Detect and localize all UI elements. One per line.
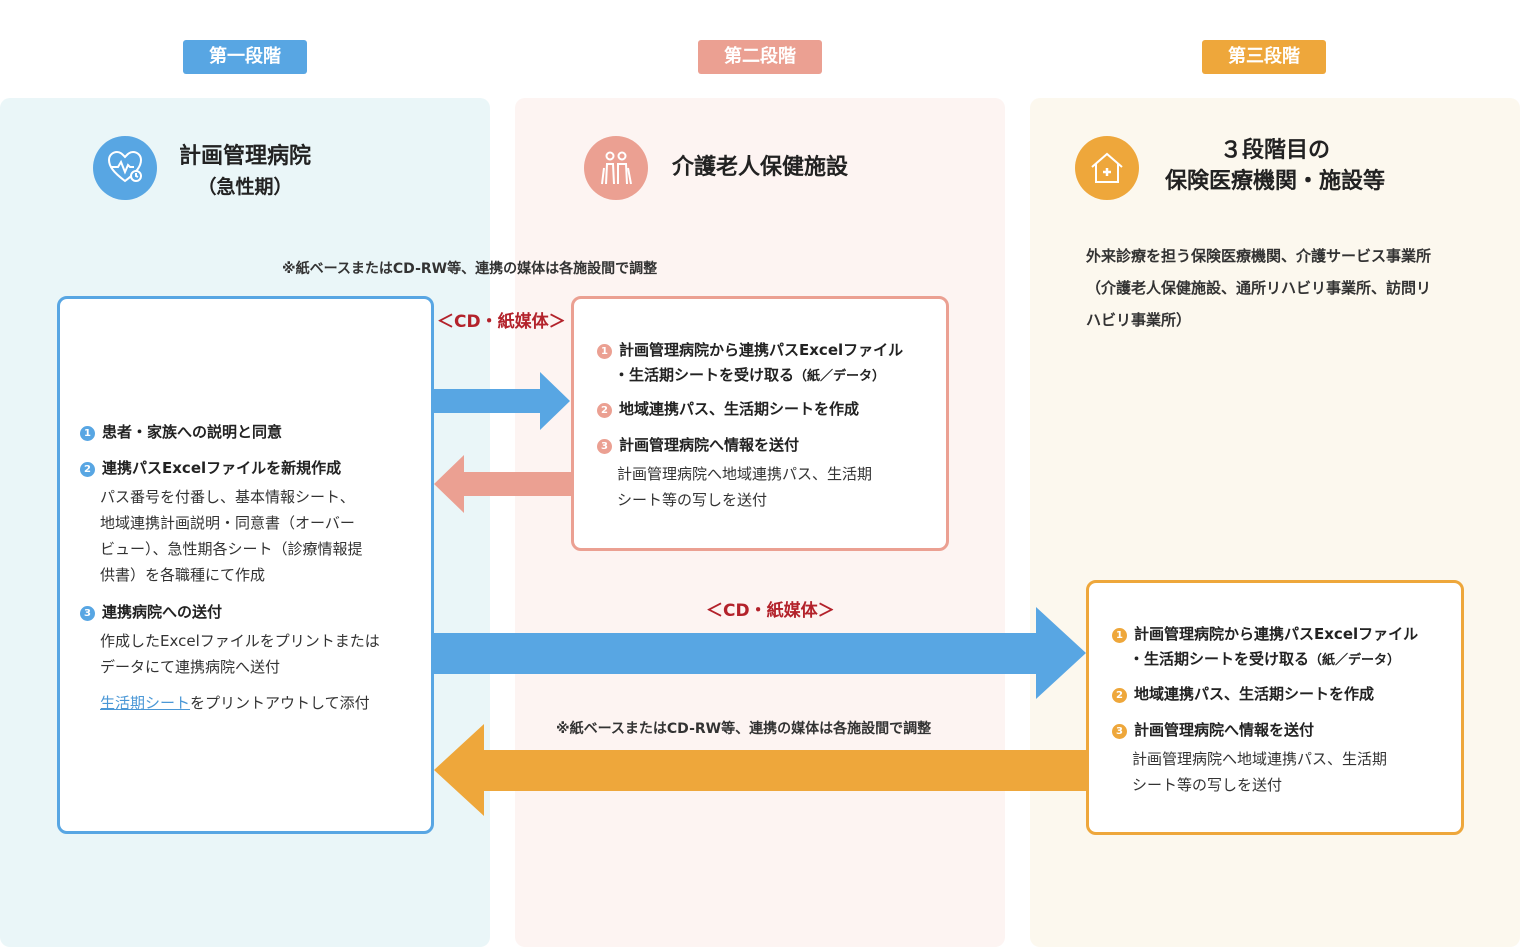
- step-label: 計画管理病院へ情報を送付: [1134, 721, 1315, 739]
- step-number-3: 3: [80, 606, 95, 621]
- third-stage-description: 外来診療を担う保険医療機関、介護サービス事業所 （介護老人保健施設、通所リハビリ…: [1086, 240, 1431, 336]
- step-number-3: 3: [1112, 724, 1127, 739]
- step-suffix: （紙／データ）: [794, 369, 886, 384]
- step-number-1: 1: [80, 426, 95, 441]
- step-number-1: 1: [597, 344, 612, 359]
- third-step-3: 3 計画管理病院へ情報を送付: [1112, 719, 1314, 740]
- step-number-2: 2: [1112, 688, 1127, 703]
- hospital-step-1: 1 患者・家族への説明と同意: [80, 421, 282, 442]
- step-number-2: 2: [80, 462, 95, 477]
- third-stage-title-line1: ３段階目の: [1219, 138, 1330, 163]
- step-number-3: 3: [597, 439, 612, 454]
- hospital-step-3-detail: 作成したExcelファイルをプリントまたは データにて連携病院へ送付: [100, 628, 380, 680]
- heart-pulse-icon: [93, 136, 157, 200]
- media-note-top: ※紙ベースまたはCD-RW等、連携の媒体は各施設間で調整: [282, 261, 658, 277]
- description-line: ハビリ事業所）: [1086, 311, 1192, 329]
- detail-line: データにて連携病院へ送付: [100, 658, 281, 676]
- facility-step-2: 2 地域連携パス、生活期シートを作成: [597, 398, 859, 419]
- detail-line: パス番号を付番し、基本情報シート、: [100, 488, 355, 506]
- description-line: （介護老人保健施設、通所リハビリ事業所、訪問リ: [1086, 279, 1432, 297]
- detail-line: 計画管理病院へ地域連携パス、生活期: [617, 465, 873, 483]
- stage-badge-3: 第三段階: [1202, 40, 1326, 74]
- step-label: 連携パスExcelファイルを新規作成: [102, 459, 342, 477]
- hospital-process-box: [57, 296, 434, 834]
- arrow-hospital-to-facility: [434, 372, 570, 430]
- detail-line: 計画管理病院へ地域連携パス、生活期: [1132, 750, 1388, 768]
- third-stage-title: ３段階目の 保険医療機関・施設等: [1145, 135, 1405, 197]
- elderly-couple-icon: [584, 136, 648, 200]
- detail-line: 供書）を各職種にて作成: [100, 566, 266, 584]
- detail-line: 作成したExcelファイルをプリントまたは: [100, 632, 380, 650]
- stage-badge-2: 第二段階: [698, 40, 822, 74]
- facility-process-box: [571, 296, 949, 551]
- care-facility-title: 介護老人保健施設: [671, 155, 848, 180]
- hospital-step-2: 2 連携パスExcelファイルを新規作成: [80, 457, 341, 478]
- media-label-top: ＜CD・紙媒体＞: [437, 312, 566, 332]
- facility-step-1: 1 計画管理病院から連携パスExcelファイル ・生活期シートを受け取る（紙／デー…: [597, 338, 903, 389]
- third-step-1: 1 計画管理病院から連携パスExcelファイル ・生活期シートを受け取る（紙／デー…: [1112, 622, 1418, 673]
- hospital-title-line1: 計画管理病院: [178, 144, 311, 169]
- step-number-2: 2: [597, 403, 612, 418]
- step-label: 患者・家族への説明と同意: [102, 423, 283, 441]
- step-label: 連携病院への送付: [102, 603, 223, 621]
- media-note-bottom: ※紙ベースまたはCD-RW等、連携の媒体は各施設間で調整: [556, 721, 932, 737]
- lifestage-sheet-link[interactable]: 生活期シート: [100, 694, 191, 712]
- step-label-cont: ・生活期シートを受け取る: [1129, 650, 1310, 668]
- arrow-hospital-to-third: [434, 607, 1086, 699]
- step-label: 地域連携パス、生活期シートを作成: [619, 400, 860, 418]
- third-stage-title-line2: 保険医療機関・施設等: [1164, 169, 1385, 194]
- arrow-third-to-hospital: [434, 724, 1088, 816]
- step-label: 計画管理病院から連携パスExcelファイル: [619, 341, 904, 359]
- hospital-step-2-detail: パス番号を付番し、基本情報シート、 地域連携計画説明・同意書（オーバー ビュー）…: [100, 484, 363, 588]
- step-label: 地域連携パス、生活期シートを作成: [1134, 685, 1375, 703]
- hospital-attach-note: 生活期シートをプリントアウトして添付: [100, 690, 370, 716]
- detail-line: シート等の写しを送付: [617, 491, 768, 509]
- step-number-1: 1: [1112, 628, 1127, 643]
- detail-line: ビュー）、急性期各シート（診療情報提: [100, 540, 363, 558]
- third-stage-process-box: [1086, 580, 1464, 835]
- third-step-3-detail: 計画管理病院へ地域連携パス、生活期 シート等の写しを送付: [1132, 746, 1387, 798]
- step-label: 計画管理病院へ情報を送付: [619, 436, 800, 454]
- facility-step-3-detail: 計画管理病院へ地域連携パス、生活期 シート等の写しを送付: [617, 461, 872, 513]
- step-suffix: （紙／データ）: [1309, 653, 1401, 668]
- hospital-title: 計画管理病院 （急性期）: [165, 141, 325, 203]
- detail-line: 地域連携計画説明・同意書（オーバー: [100, 514, 355, 532]
- description-line: 外来診療を担う保険医療機関、介護サービス事業所: [1086, 247, 1432, 265]
- third-step-2: 2 地域連携パス、生活期シートを作成: [1112, 683, 1374, 704]
- stage-badge-1: 第一段階: [183, 40, 307, 74]
- media-label-bottom: ＜CD・紙媒体＞: [706, 601, 835, 621]
- hospital-step-3: 3 連携病院への送付: [80, 601, 222, 622]
- house-medical-icon: [1075, 136, 1139, 200]
- arrow-facility-to-hospital: [434, 455, 574, 513]
- step-label-cont: ・生活期シートを受け取る: [614, 366, 795, 384]
- attach-suffix: をプリントアウトして添付: [190, 694, 370, 712]
- facility-step-3: 3 計画管理病院へ情報を送付: [597, 434, 799, 455]
- step-label: 計画管理病院から連携パスExcelファイル: [1134, 625, 1419, 643]
- detail-line: シート等の写しを送付: [1132, 776, 1283, 794]
- hospital-title-line2: （急性期）: [197, 176, 293, 198]
